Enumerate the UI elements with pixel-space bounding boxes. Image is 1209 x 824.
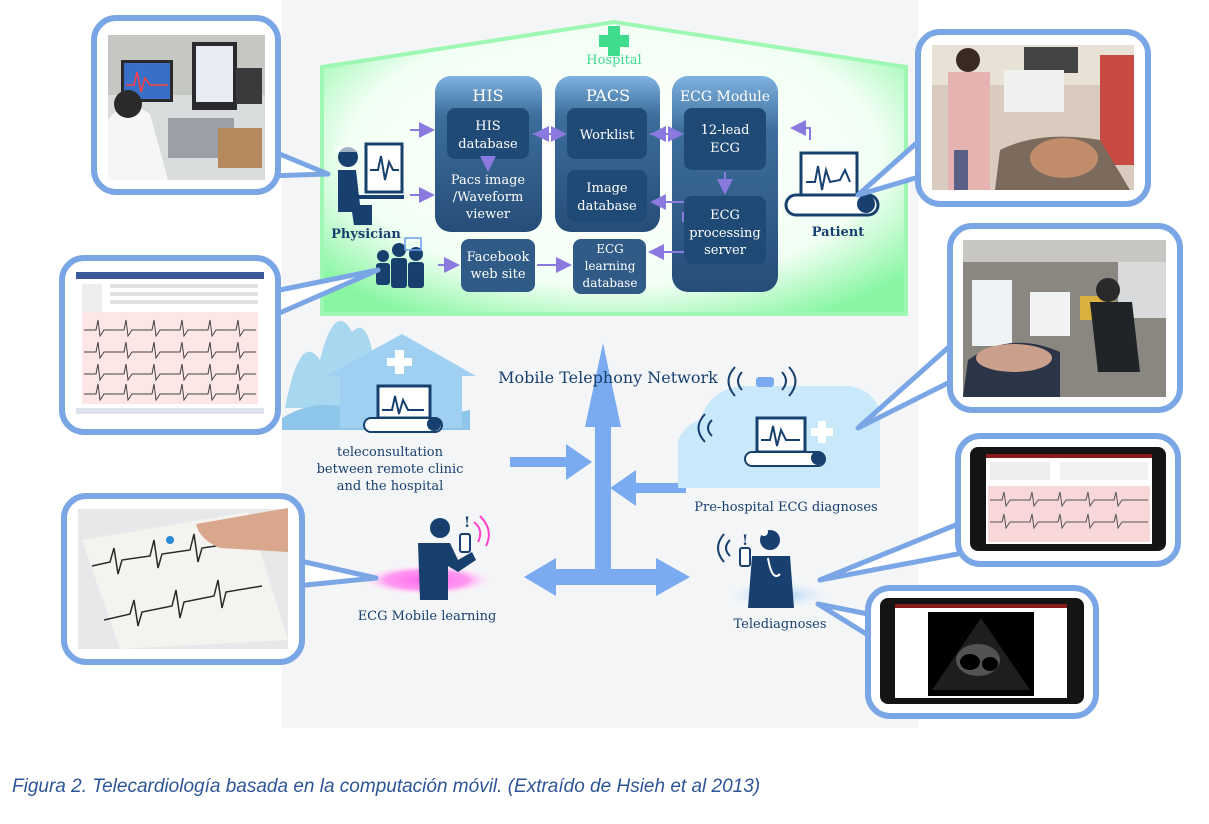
physician-photo-bubble [91, 15, 331, 195]
pacs-title: PACS [586, 86, 630, 105]
worklist-label: Worklist [580, 128, 635, 143]
physician-label: Physician [331, 227, 401, 242]
svg-text:!: ! [742, 533, 748, 549]
his-title: HIS [472, 86, 503, 105]
hospital-cross-icon [599, 26, 629, 56]
facebook-ecg-screenshot [76, 272, 264, 418]
remote-clinic-icon [282, 320, 476, 433]
patient-photo-bubble [855, 29, 1151, 207]
telediagnosis-doctor-icon: ! [717, 528, 838, 611]
ambulance-photo-bubble [855, 223, 1183, 431]
ambulance-interior-photo [963, 240, 1166, 397]
people-group-icon [376, 237, 424, 288]
tablet-ecg-bubble [817, 433, 1181, 583]
hospital-label: Hospital [586, 53, 641, 68]
facebook-line1: Facebook [467, 250, 530, 265]
network-arrows [510, 343, 690, 596]
ecg-learning-line2: learning [585, 259, 636, 273]
teleconsult-line1: teleconsultation [337, 445, 444, 460]
tablet-echo-image [880, 598, 1084, 704]
ecg-learning-box: ECG learning database [573, 239, 646, 294]
his-column: HIS HIS database Pacs image /Waveform vi… [435, 76, 542, 232]
ecg-server-line2: processing [689, 226, 761, 241]
left-arrow-icon [524, 558, 556, 596]
teleconsult-line3: and the hospital [337, 479, 443, 494]
right-arrow-icon [656, 558, 690, 596]
ecg-server-line1: ECG [710, 208, 740, 223]
facebook-box: Facebook web site [461, 239, 535, 292]
right-arrow-icon [566, 444, 592, 480]
patient-icon [784, 151, 880, 217]
mobile-learning-label: ECG Mobile learning [358, 609, 497, 624]
patient-label: Patient [812, 225, 865, 240]
12-lead-ecg-line1: 12-lead [701, 123, 750, 138]
tablet-echo-bubble [815, 585, 1099, 719]
ecg-paper-photo [78, 508, 288, 649]
his-database-line2: database [458, 137, 518, 152]
up-arrow-icon [585, 343, 621, 427]
ecg-paper-photo-bubble [61, 493, 379, 665]
ecg-module-title: ECG Module [680, 89, 770, 105]
ecg-server-line3: server [704, 243, 747, 258]
telediagnoses-label: Telediagnoses [734, 617, 827, 632]
tablet-ecg-report [970, 447, 1166, 551]
pacs-viewer-line3: viewer [465, 207, 511, 222]
teleconsult-line2: between remote clinic [317, 462, 464, 477]
pacs-viewer-line1: Pacs image [451, 173, 526, 188]
ecg-learning-line1: ECG [596, 242, 624, 256]
facebook-screenshot-bubble [59, 255, 381, 435]
12-lead-ecg-line2: ECG [710, 141, 740, 156]
ecg-learning-line3: database [583, 276, 638, 290]
physician-icon [334, 142, 404, 225]
image-database-line1: Image [586, 181, 628, 196]
internal-arrows [410, 120, 811, 273]
pacs-column: PACS Worklist Image database [555, 76, 660, 232]
svg-text:!: ! [464, 515, 470, 531]
ambulance-icon [678, 366, 880, 488]
image-database-line2: database [577, 199, 637, 214]
prehospital-label: Pre-hospital ECG diagnoses [694, 500, 877, 515]
physician-workstation-photo [108, 35, 265, 180]
figure-caption: Figura 2. Telecardiología basada en la c… [12, 776, 761, 797]
left-arrow-icon [610, 470, 636, 506]
his-database-line1: HIS [475, 119, 500, 134]
patient-ecg-photo [932, 45, 1134, 190]
pacs-viewer-line2: /Waveform [453, 190, 524, 205]
mobile-learner-icon: ! [359, 515, 495, 600]
facebook-line2: web site [470, 267, 525, 282]
network-label: Mobile Telephony Network [498, 368, 718, 387]
